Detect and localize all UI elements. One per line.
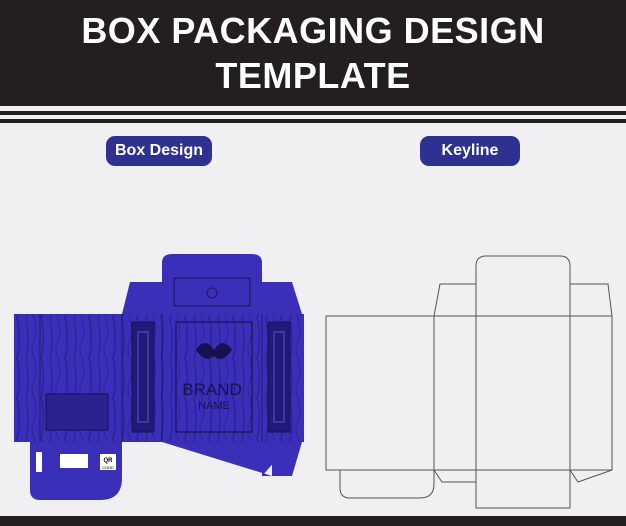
brand-panel bbox=[175, 321, 253, 433]
bottom-flap-right bbox=[162, 442, 302, 476]
brand-text-2: NAME bbox=[198, 400, 230, 412]
keyline-left-dust-flap bbox=[433, 283, 476, 317]
keyline-top-flap bbox=[475, 255, 571, 316]
title-line-1: BOX PACKAGING DESIGN bbox=[81, 10, 545, 51]
side-strip bbox=[36, 452, 42, 472]
bottom-flap-left bbox=[30, 442, 122, 500]
right-dust-flap bbox=[262, 282, 302, 314]
keyline-body bbox=[325, 315, 613, 471]
header-banner: BOX PACKAGING DESIGN TEMPLATE bbox=[0, 0, 626, 106]
divider-rule-2 bbox=[0, 119, 626, 123]
info-panel bbox=[45, 393, 109, 431]
left-dust-flap bbox=[122, 282, 162, 314]
page-title: BOX PACKAGING DESIGN TEMPLATE bbox=[0, 8, 626, 98]
keyline-label: Keyline bbox=[420, 136, 520, 166]
brand-crest-icon bbox=[196, 343, 232, 359]
qr-code-box bbox=[100, 454, 116, 470]
keyline-right-dust-flap bbox=[570, 283, 613, 317]
svg-text:CODE: CODE bbox=[102, 465, 114, 470]
title-line-2: TEMPLATE bbox=[215, 55, 411, 96]
box-design-label: Box Design bbox=[106, 136, 212, 166]
brand-text-1: BRAND bbox=[182, 380, 242, 399]
barcode-box bbox=[60, 454, 88, 468]
svg-text:QR: QR bbox=[104, 458, 114, 464]
top-flap bbox=[162, 254, 262, 282]
keyline-bottom-flap-left bbox=[339, 470, 435, 499]
divider-rule-1 bbox=[0, 111, 626, 115]
keyline-bottom-flap bbox=[475, 470, 571, 509]
top-emblem-icon bbox=[206, 287, 218, 299]
footer-bar bbox=[0, 516, 626, 526]
top-label-box bbox=[173, 277, 251, 307]
